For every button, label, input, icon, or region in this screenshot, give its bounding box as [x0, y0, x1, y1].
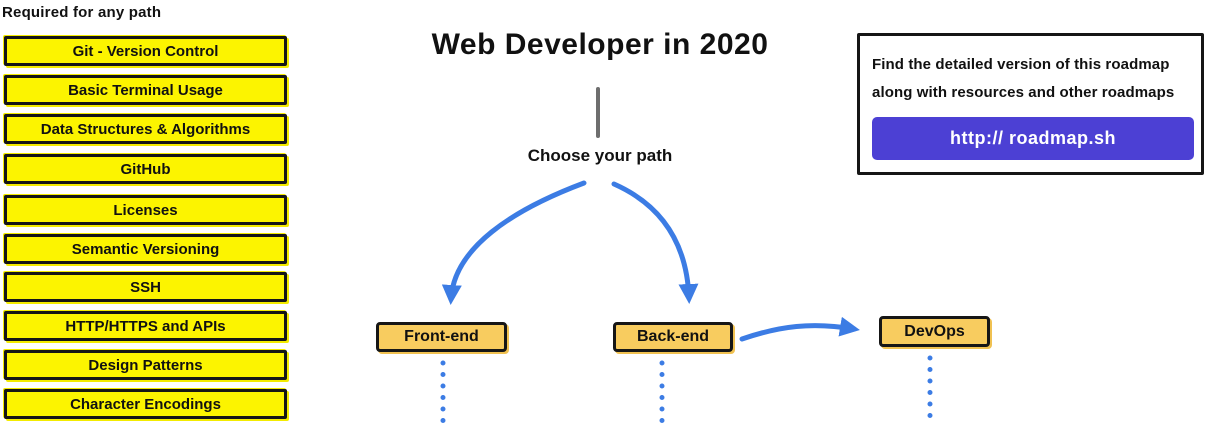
required-path-heading: Required for any path [2, 4, 162, 21]
roadmap-url-button[interactable]: http:// roadmap.sh [872, 117, 1194, 160]
node-ssh[interactable]: SSH [4, 272, 287, 302]
info-text-line2: along with resources and other roadmaps [872, 84, 1175, 101]
node-git[interactable]: Git - Version Control [4, 36, 287, 66]
node-http-apis[interactable]: HTTP/HTTPS and APIs [4, 311, 287, 341]
node-frontend[interactable]: Front-end [376, 322, 507, 352]
roadmap-info-box: Find the detailed version of this roadma… [857, 33, 1204, 175]
arrow-backend-to-devops [739, 316, 860, 342]
info-text-line1: Find the detailed version of this roadma… [872, 56, 1170, 73]
node-semantic-versioning[interactable]: Semantic Versioning [4, 234, 287, 264]
node-character-encodings[interactable]: Character Encodings [4, 389, 287, 419]
node-data-structures[interactable]: Data Structures & Algorithms [4, 114, 287, 144]
node-licenses[interactable]: Licenses [4, 195, 287, 225]
node-backend[interactable]: Back-end [613, 322, 733, 352]
node-github[interactable]: GitHub [4, 154, 287, 184]
arrow-to-backend [611, 181, 699, 304]
choose-your-path-label: Choose your path [527, 146, 673, 165]
node-terminal-usage[interactable]: Basic Terminal Usage [4, 75, 287, 105]
node-design-patterns[interactable]: Design Patterns [4, 350, 287, 380]
node-devops[interactable]: DevOps [879, 316, 990, 347]
arrow-to-frontend [441, 180, 587, 305]
page-title: Web Developer in 2020 [431, 28, 769, 61]
